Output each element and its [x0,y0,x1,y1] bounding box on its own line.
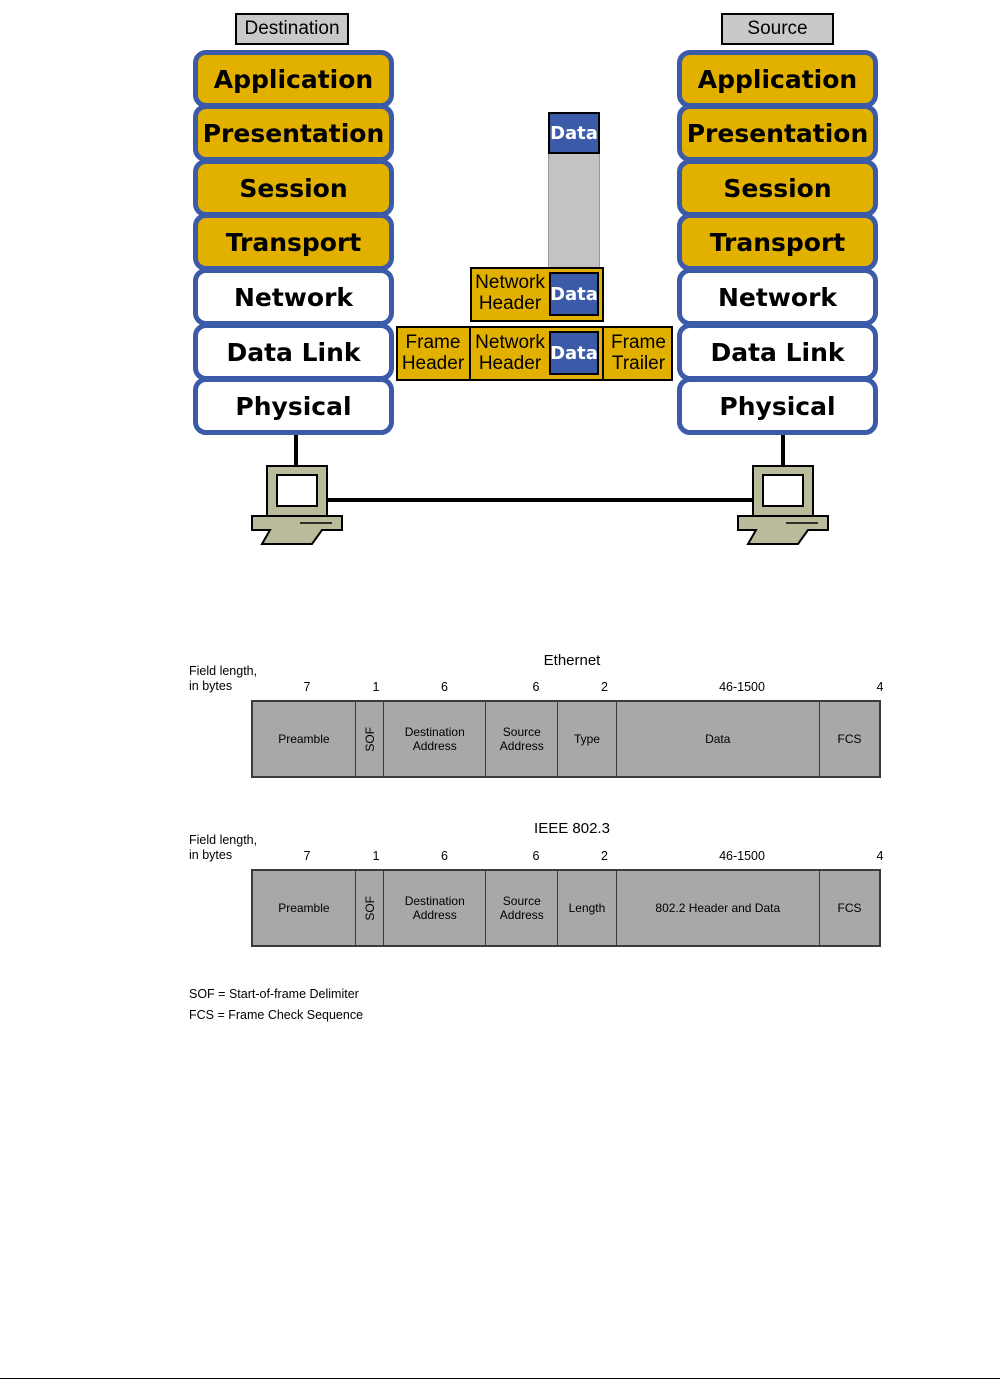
destination-computer-icon [251,465,343,545]
ethernet-field-label2-3: Address [499,739,544,753]
ethernet-field-fcs: FCS [820,702,879,776]
ieee8023-field-length-1: 1 [372,849,380,863]
destination-layer-presentation: Presentation [193,104,394,162]
ieee8023-field-length-label: Field length,in bytes [189,833,257,863]
source-layer-application: Application [677,50,878,108]
destination-label: Destination [235,13,349,45]
frame-network-line1: Network [475,332,545,353]
destination-layer-transport: Transport [193,213,394,271]
ethernet-field-preamble: Preamble [253,702,356,776]
legend-sof: SOF = Start-of-frame Delimiter [189,987,359,1001]
ieee8023-field-label-4: Length [568,901,606,915]
frame-network-line2: Header [478,353,542,374]
ethernet-field-label-0: Preamble [278,732,330,746]
ethernet-field-label-3: Source [502,725,541,739]
destination-layer-session: Session [193,159,394,217]
ethernet-field-length-5: 46-1500 [719,680,765,694]
network-header-line1: Network [475,272,545,293]
ieee8023-field-length-2: 6 [441,849,448,863]
ieee8023-field-label2-3: Address [499,908,544,922]
ethernet-field-data: Data [617,702,821,776]
ieee8023-field-label-2: Destination [404,894,465,908]
ieee8023-field-length-line1: Field length, [189,833,258,847]
page-bottom-rule [0,1378,1000,1379]
ieee8023-field-length-3: 6 [532,849,540,863]
ethernet-field-sof: SOF [356,702,385,776]
ethernet-field-label2-2: Address [412,739,457,753]
network-header-label: Network Header [472,272,548,314]
frame-header-line1: Frame [405,332,461,353]
ieee8023-field-label2-2: Address [412,908,457,922]
ethernet-field-length-label: Field length,in bytes [189,664,257,694]
ethernet-field-label-5: Data [705,732,731,746]
frame-trailer-label: Frame Trailer [604,332,673,374]
destination-layer-network: Network [193,268,394,326]
source-layer-network: Network [677,268,878,326]
ethernet-field-label-1: SOF [362,726,377,752]
network-header-line2: Header [478,293,542,314]
ethernet-field-label-6: FCS [837,732,862,746]
frame-header-label: Frame Header [396,332,470,374]
ethernet-field-length-0: 7 [303,680,311,694]
ieee8023-field-802-2-header-and-data: 802.2 Header and Data [617,871,821,945]
ethernet-field-label-4: Type [573,732,600,746]
ethernet-frame-title: Ethernet [543,652,601,669]
ieee8023-field-length-6: 4 [876,849,884,863]
ieee8023-field-fcs: FCS [820,871,879,945]
ieee8023-field-label-6: FCS [837,901,862,915]
source-layer-presentation: Presentation [677,104,878,162]
ethernet-field-length-4: 2 [601,680,608,694]
ieee8023-field-length-0: 7 [303,849,311,863]
ethernet-field-length-3: 6 [532,680,540,694]
source-layer-physical: Physical [677,377,878,435]
data-box-frame: Data [549,331,599,375]
ethernet-field-length-2: 6 [441,680,448,694]
ieee8023-field-label-3: Source [502,894,541,908]
ethernet-field-type: Type [558,702,617,776]
ethernet-field-label-2: Destination [404,725,465,739]
ieee8023-field-label-1: SOF [362,895,377,921]
frame-divider-2 [602,326,604,381]
data-box-top: Data [548,112,600,154]
legend-fcs: FCS = Frame Check Sequence [189,1008,364,1022]
source-label: Source [721,13,834,45]
frame-divider-1 [469,326,471,381]
destination-layer-data-link: Data Link [193,323,394,381]
ieee8023-field-length-line2: in bytes [189,848,233,862]
ieee8023-field-label-5: 802.2 Header and Data [655,901,781,915]
destination-layer-physical: Physical [193,377,394,435]
ieee8023-frame-title: IEEE 802.3 [534,820,610,837]
ethernet-field-length-line1: Field length, [189,664,258,678]
ethernet-field-length-line2: in bytes [189,679,233,693]
frame-pdu [396,326,673,381]
frame-network-header-label: Network Header [471,332,549,374]
ethernet-field-length-1: 1 [372,680,380,694]
destination-layer-application: Application [193,50,394,108]
frame-header-line2: Header [401,353,465,374]
ieee8023-field-preamble: Preamble [253,871,356,945]
ieee8023-field-length-5: 46-1500 [719,849,765,863]
ieee8023-field-label-0: Preamble [278,901,330,915]
source-layer-transport: Transport [677,213,878,271]
ieee8023-field-sof: SOF [356,871,385,945]
source-layer-data-link: Data Link [677,323,878,381]
ethernet-field-length-6: 4 [876,680,884,694]
source-computer-icon [737,465,829,545]
data-box-network: Data [549,272,599,316]
source-layer-session: Session [677,159,878,217]
frame-trailer-line1: Frame [611,332,666,353]
ieee8023-field-length-4: 2 [601,849,608,863]
ieee8023-field-length: Length [558,871,617,945]
frame-trailer-line2: Trailer [611,353,666,374]
